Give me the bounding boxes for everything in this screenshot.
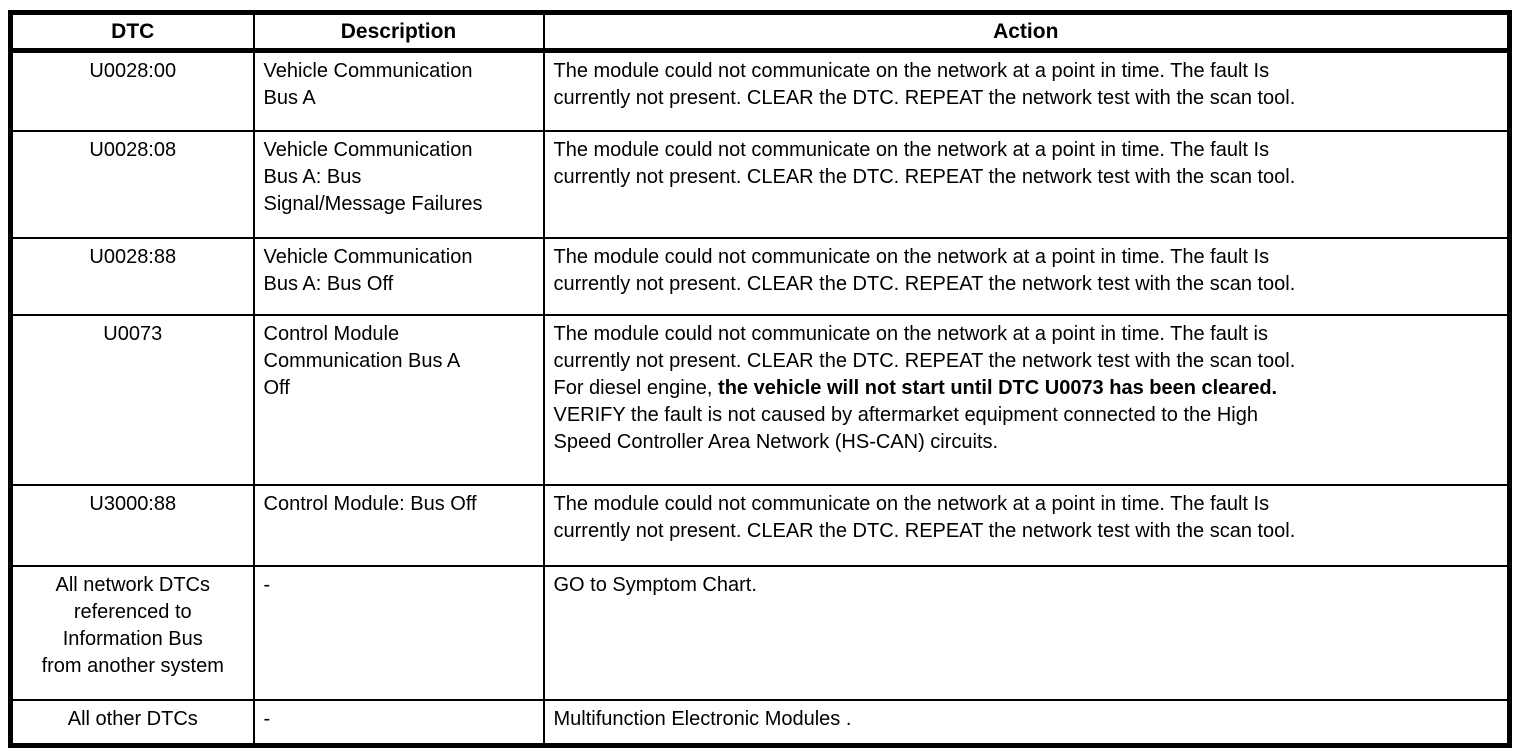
dtc-cell: U3000:88 xyxy=(10,483,254,566)
dtc-cell: U0028:08 xyxy=(10,129,254,238)
description-cell: - xyxy=(252,564,544,700)
header-dtc: DTC xyxy=(10,12,254,53)
header-row: DTC Description Action xyxy=(10,12,1510,53)
dtc-cell: All other DTCs xyxy=(10,698,254,746)
header-description: Description xyxy=(252,12,544,53)
description-cell: Control Module: Bus Off xyxy=(252,483,544,566)
table-row: All network DTCs referenced to Informati… xyxy=(10,564,1510,700)
dtc-cell: U0028:00 xyxy=(89,60,177,82)
action-cell: Multifunction Electronic Modules . xyxy=(542,698,1510,746)
dtc-cell: All network DTCs referenced to Informati… xyxy=(10,564,254,700)
action-cell: The module could not communicate on the … xyxy=(542,313,1510,485)
action-text: Multifunction Electronic Modules . xyxy=(553,707,852,730)
action-cell: The module could not communicate on the … xyxy=(542,129,1510,238)
action-cell: The module could not communicate on the … xyxy=(542,236,1510,315)
action-text-bold: the vehicle will not start until DTC U00… xyxy=(718,376,1278,399)
action-text: The module could not communicate on the … xyxy=(553,60,1296,109)
dtc-table-header: DTC Description Action xyxy=(10,12,1510,53)
description-cell: - xyxy=(252,698,544,746)
dtc-cell: U0073 xyxy=(10,313,254,485)
action-text: The module could not communicate on the … xyxy=(553,322,1296,399)
description-cell: Vehicle Communication Bus A: Bus Signal/… xyxy=(252,129,544,238)
action-text: The module could not communicate on the … xyxy=(553,138,1296,188)
action-text: GO to Symptom Chart. xyxy=(553,573,757,596)
description-cell: Vehicle Communication Bus A: Bus Off xyxy=(252,236,544,315)
action-text: VERIFY the fault is not caused by afterm… xyxy=(553,403,1258,453)
dtc-cell: U0028:88 xyxy=(10,236,254,315)
description-cell: Vehicle Communication Bus A xyxy=(252,50,544,131)
description-cell: Control Module Communication Bus A Off xyxy=(252,313,544,485)
table-row: All other DTCs-Multifunction Electronic … xyxy=(10,698,1510,746)
action-text: The module could not communicate on the … xyxy=(553,245,1296,295)
action-cell: The module could not communicate on the … xyxy=(542,483,1510,566)
action-cell: GO to Symptom Chart. xyxy=(542,564,1510,700)
action-cell: The module could not communicate on the … xyxy=(542,50,1510,131)
header-action: Action xyxy=(542,12,1510,53)
action-text: The module could not communicate on the … xyxy=(553,492,1296,542)
